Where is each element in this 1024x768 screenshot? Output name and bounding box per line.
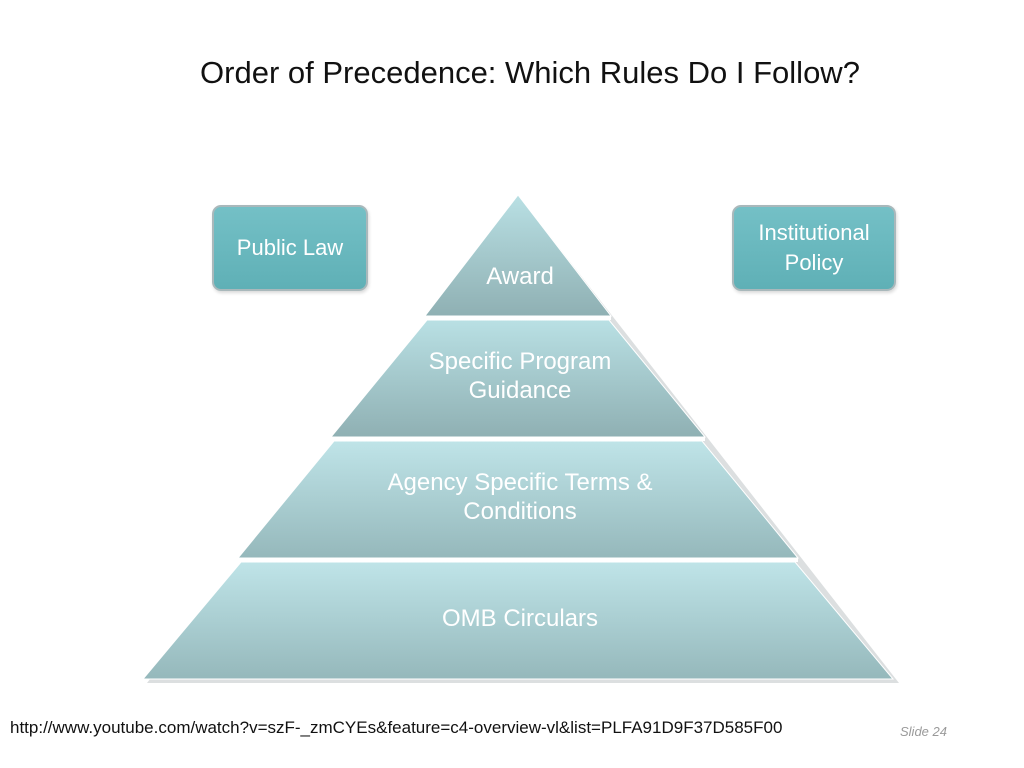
slide-number: Slide 24: [900, 724, 947, 739]
tier-label-specific-program-guidance: Specific Program Guidance: [428, 348, 612, 404]
youtube-link[interactable]: http://www.youtube.com/watch?v=szF-_zmCY…: [10, 718, 783, 737]
institutional-policy-label: Institutional Policy: [758, 220, 870, 275]
public-law-box: Public Law: [212, 205, 368, 291]
pyramid-tier-award: [423, 194, 613, 317]
tier-label-award: Award: [486, 263, 554, 290]
institutional-policy-box: Institutional Policy: [732, 205, 896, 291]
tier-label-agency-specific-terms: Agency Specific Terms & Conditions: [387, 469, 653, 525]
slide-title: Order of Precedence: Which Rules Do I Fo…: [200, 55, 860, 90]
public-law-label: Public Law: [236, 235, 344, 260]
tier-label-omb-circulars: OMB Circulars: [441, 605, 598, 632]
